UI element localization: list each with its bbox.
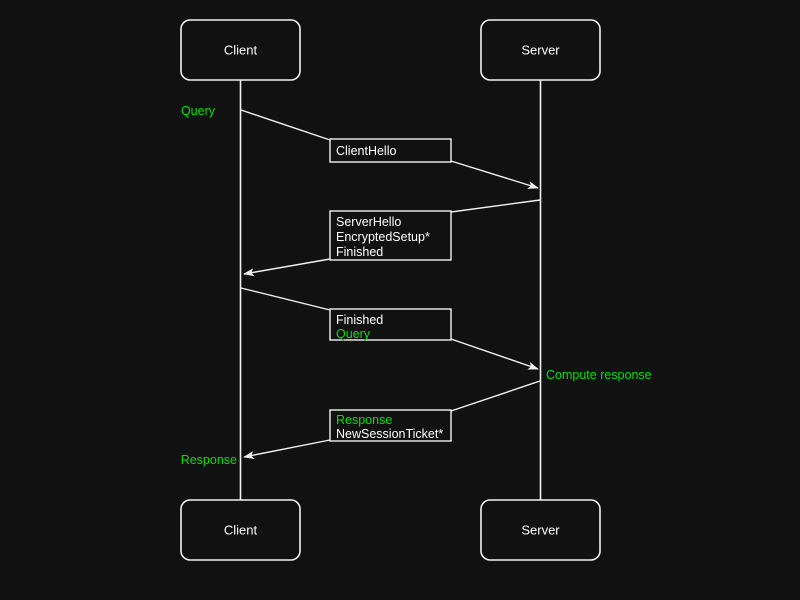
message-server-hello-line-1: EncryptedSetup* — [336, 230, 430, 244]
actor-box-server-bottom: Server — [480, 499, 601, 561]
message-server-hello-arrow — [243, 258, 331, 277]
actor-box-client-bottom-rect — [180, 499, 301, 561]
message-server-hello-line-0: ServerHello — [336, 215, 401, 229]
message-finished-query-arrow — [450, 338, 539, 370]
side-label-response: Response — [181, 453, 237, 467]
message-finished-query: Finished Query — [240, 287, 539, 370]
message-finished-query-line-left — [240, 287, 331, 311]
message-client-hello-arrow — [450, 160, 539, 189]
message-finished-query-box — [329, 308, 452, 341]
actor-box-client-top-rect — [180, 19, 301, 81]
message-server-hello-line-right — [450, 199, 541, 213]
actor-label-server-bottom: Server — [521, 523, 560, 538]
message-client-hello-line-left — [240, 109, 331, 141]
actor-box-client-bottom: Client — [180, 499, 301, 561]
message-response-ticket-box — [329, 409, 452, 442]
message-server-hello-line-2: Finished — [336, 245, 383, 259]
message-server-hello: ServerHello EncryptedSetup* Finished — [243, 199, 541, 277]
actor-label-server-top: Server — [521, 43, 560, 58]
actor-label-client-top: Client — [224, 43, 258, 58]
message-response-ticket-arrow — [243, 439, 331, 459]
side-label-query: Query — [181, 104, 216, 118]
message-client-hello-line-0: ClientHello — [336, 144, 396, 158]
message-finished-query-line-1: Query — [336, 327, 371, 341]
message-client-hello: ClientHello — [240, 109, 539, 189]
message-client-hello-box — [329, 138, 452, 163]
message-server-hello-box — [329, 210, 452, 261]
actor-box-server-bottom-rect — [480, 499, 601, 561]
message-response-ticket-line-0: Response — [336, 413, 392, 427]
actor-box-server-top-rect — [480, 19, 601, 81]
message-finished-query-line-0: Finished — [336, 313, 383, 327]
actor-box-server-top: Server — [480, 19, 601, 81]
message-response-ticket-line-right — [450, 380, 541, 412]
actor-box-client-top: Client — [180, 19, 301, 81]
message-response-ticket: Response NewSessionTicket* — [243, 380, 541, 459]
message-response-ticket-line-1: NewSessionTicket* — [336, 427, 443, 441]
actor-label-client-bottom: Client — [224, 523, 258, 538]
side-label-compute-response: Compute response — [546, 368, 652, 382]
